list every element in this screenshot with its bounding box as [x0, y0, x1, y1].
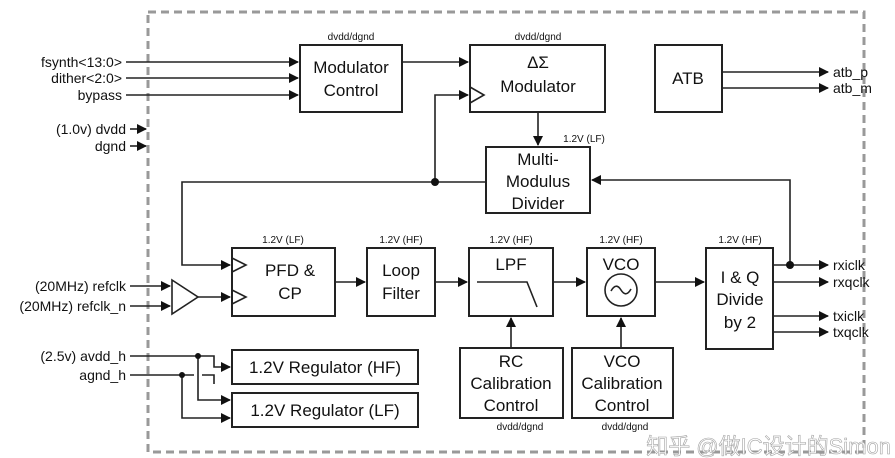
- pin-labels: fsynth<13:0> dither<2:0> bypass (1.0v) d…: [19, 54, 872, 383]
- regulator-hf-label: 1.2V Regulator (HF): [249, 358, 401, 377]
- oscillator-icon: [604, 273, 638, 307]
- rc-cal-label-3: Control: [484, 396, 539, 415]
- loop-filter-label-1: Loop: [382, 261, 420, 280]
- pin-atb-m: atb_m: [833, 80, 872, 96]
- lowpass-response-icon: [477, 281, 538, 308]
- wires: [126, 57, 829, 423]
- atb-label: ATB: [672, 69, 704, 88]
- delta-sigma-supply: dvdd/dgnd: [515, 32, 562, 43]
- pfd-supply: 1.2V (LF): [262, 235, 304, 246]
- vco-cal-label-1: VCO: [604, 352, 641, 371]
- lpf-supply: 1.2V (HF): [489, 235, 532, 246]
- watermark: 知乎 @做IC设计的Simon: [646, 434, 891, 458]
- rc-cal-supply: dvdd/dgnd: [497, 422, 544, 433]
- regulator-lf-label: 1.2V Regulator (LF): [250, 401, 399, 420]
- regulator-hf-block: 1.2V Regulator (HF): [231, 349, 419, 385]
- iq-divider-block: I & Q Divide by 2 1.2V (HF): [705, 235, 774, 350]
- pin-fsynth: fsynth<13:0>: [41, 54, 122, 70]
- mmd-label-1: Multi-: [517, 150, 559, 169]
- mmd-label-2: Modulus: [506, 172, 570, 191]
- loop-filter-label-2: Filter: [382, 284, 420, 303]
- lpf-label: LPF: [495, 255, 526, 274]
- pin-rxqclk: rxqclk: [833, 274, 871, 290]
- pin-bypass: bypass: [78, 87, 122, 103]
- vco-cal-label-3: Control: [595, 396, 650, 415]
- delta-sigma-label-1: ΔΣ: [527, 53, 549, 72]
- vco-cal-label-2: Calibration: [581, 374, 662, 393]
- atb-block: ATB: [654, 44, 723, 113]
- iq-label-1: I & Q: [721, 268, 760, 287]
- modulator-control-label-1: Modulator: [313, 58, 389, 77]
- vco-supply: 1.2V (HF): [599, 235, 642, 246]
- mmd-label-3: Divider: [512, 194, 565, 213]
- vco-calibration-block: VCO Calibration Control dvdd/dgnd: [571, 347, 674, 433]
- pin-refclk: (20MHz) refclk: [35, 278, 127, 294]
- rc-calibration-block: RC Calibration Control dvdd/dgnd: [459, 347, 564, 433]
- pin-txiclk: txiclk: [833, 308, 865, 324]
- multi-modulus-divider-block: Multi- Modulus Divider 1.2V (LF): [485, 134, 605, 214]
- pin-agnd-h: agnd_h: [79, 367, 126, 383]
- pin-dvdd: (1.0v) dvdd: [56, 121, 126, 137]
- delta-sigma-label-2: Modulator: [500, 77, 576, 96]
- pin-avdd-h: (2.5v) avdd_h: [40, 348, 126, 364]
- pfd-label-2: CP: [278, 284, 302, 303]
- pin-txqclk: txqclk: [833, 324, 870, 340]
- rc-cal-label-1: RC: [499, 352, 524, 371]
- pin-rxiclk: rxiclk: [833, 257, 866, 273]
- iq-label-2: Divide: [716, 290, 763, 309]
- vco-label: VCO: [603, 255, 640, 274]
- vco-cal-supply: dvdd/dgnd: [602, 422, 649, 433]
- pin-atb-p: atb_p: [833, 64, 868, 80]
- delta-sigma-modulator-block: ΔΣ Modulator dvdd/dgnd: [469, 32, 606, 113]
- loop-filter-supply: 1.2V (HF): [379, 235, 422, 246]
- pin-refclk-n: (20MHz) refclk_n: [19, 298, 126, 314]
- rc-cal-label-2: Calibration: [470, 374, 551, 393]
- modulator-control-block: Modulator Control dvdd/dgnd: [299, 32, 403, 113]
- iq-label-3: by 2: [724, 313, 756, 332]
- pfd-label-1: PFD &: [265, 261, 316, 280]
- chip-boundary: [146, 10, 866, 454]
- lpf-block: LPF 1.2V (HF): [468, 235, 554, 317]
- refclk-buffer: [171, 278, 200, 316]
- mmd-supply: 1.2V (LF): [563, 134, 605, 145]
- loop-filter-block: Loop Filter 1.2V (HF): [366, 235, 436, 317]
- pin-dither: dither<2:0>: [51, 70, 122, 86]
- modulator-control-label-2: Control: [324, 81, 379, 100]
- pfd-cp-block: PFD & CP 1.2V (LF): [231, 235, 336, 317]
- regulator-lf-block: 1.2V Regulator (LF): [231, 392, 419, 428]
- modulator-control-supply: dvdd/dgnd: [328, 32, 375, 43]
- vco-block: VCO 1.2V (HF): [586, 235, 656, 317]
- pin-dgnd: dgnd: [95, 138, 126, 154]
- iq-supply: 1.2V (HF): [718, 235, 761, 246]
